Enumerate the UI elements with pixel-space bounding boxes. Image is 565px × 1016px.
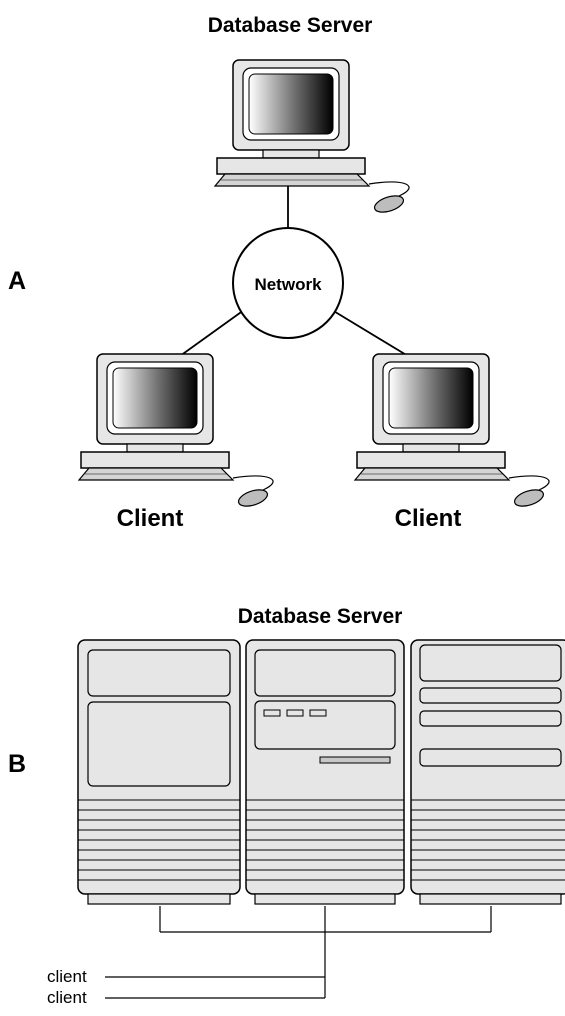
- network-client-left-link: [179, 309, 245, 357]
- section-a-letter: A: [8, 267, 26, 295]
- network-label: Network: [254, 275, 322, 294]
- client-line-label-1: client: [47, 967, 87, 986]
- client-line-label-2: client: [47, 988, 87, 1007]
- server-bus: [159, 906, 492, 998]
- network-node: [232, 227, 344, 339]
- section-b-server-title: Database Server: [238, 605, 403, 628]
- section-a: A Database Server Network Client Client: [8, 14, 550, 532]
- client-computer-left-icon: [78, 353, 274, 511]
- server-computer-icon: [214, 59, 410, 217]
- server-cabinet-center: [245, 639, 405, 905]
- server-cabinet-left: [77, 639, 241, 905]
- section-b: B Database Server: [8, 605, 565, 1007]
- section-b-letter: B: [8, 750, 26, 778]
- server-cabinet-right: [410, 639, 565, 905]
- network-client-right-link: [331, 309, 409, 357]
- client-left-label: Client: [117, 505, 184, 532]
- section-a-server-title: Database Server: [208, 14, 373, 37]
- client-computer-right-icon: [354, 353, 550, 511]
- client-right-label: Client: [395, 505, 462, 532]
